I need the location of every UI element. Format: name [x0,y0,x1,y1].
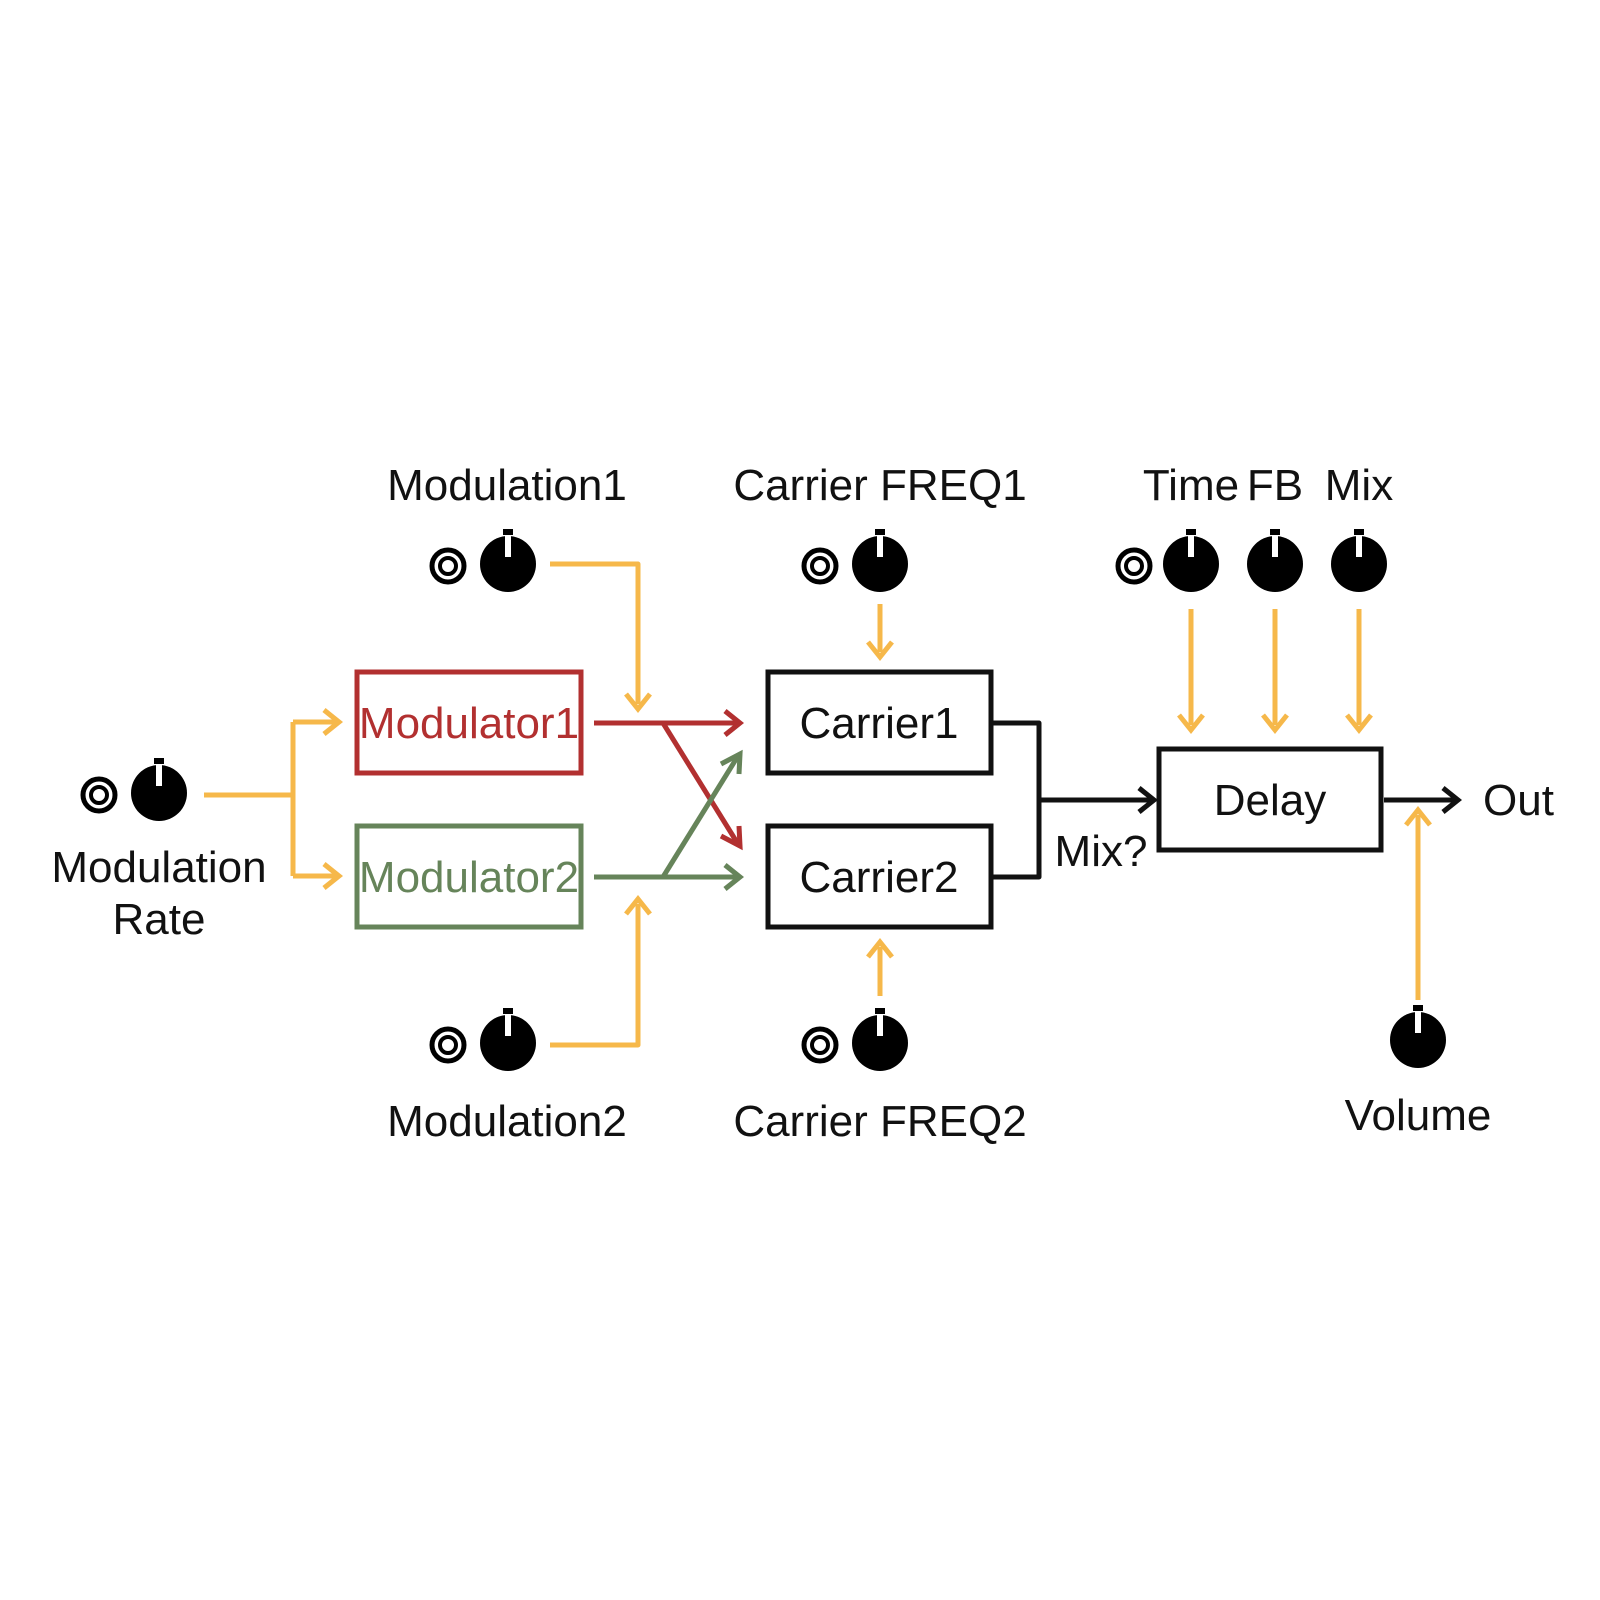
carriers-merge-line [993,720,1151,880]
arrowhead [1261,713,1289,735]
fb-control [1247,529,1303,592]
arrowhead [624,692,652,714]
jack-icon[interactable] [1115,547,1153,585]
modulation-rate-label-line1: Modulation [51,843,266,892]
carrier-freq2-control [801,1008,908,1071]
knob-icon[interactable] [131,758,187,821]
modulation1-line [550,561,641,704]
knob-icon[interactable] [852,1008,908,1071]
jack-icon[interactable] [429,1026,467,1064]
time-control [1115,529,1219,592]
modulator1-to-carrier2-line [660,721,741,846]
modulation-rate-control [80,758,187,821]
modulation-rate-label-line2: Rate [113,895,206,944]
mix-label: Mix [1325,461,1393,510]
arrowhead [723,863,745,891]
carrier1-label: Carrier1 [800,699,959,748]
arrowhead [1177,713,1205,735]
arrowhead [322,862,344,890]
carrier2-label: Carrier2 [800,853,959,902]
time-label: Time [1143,461,1239,510]
arrowhead [624,894,652,916]
arrowhead [866,640,894,662]
modulator1-block: Modulator1 [354,669,584,776]
knob-icon[interactable] [852,529,908,592]
modulator-routing [594,709,745,891]
arrowhead [866,937,894,959]
modulation1-label: Modulation1 [387,461,627,510]
carrier2-box [765,823,994,930]
delay-label: Delay [1214,776,1327,825]
knob-icon[interactable] [1163,529,1219,592]
control-connections [204,561,1432,1048]
jack-icon[interactable] [429,547,467,585]
carrier-freq2-label: Carrier FREQ2 [733,1097,1026,1146]
arrowhead [723,709,745,737]
modulator2-to-carrier1-line [660,754,741,879]
carrier-freq1-control [801,529,908,592]
fb-label: FB [1247,461,1303,510]
arrowhead [1137,786,1159,814]
delay-block: Delay [1156,746,1384,853]
modulation2-label: Modulation2 [387,1097,627,1146]
modulator2-box [354,823,584,930]
arrowhead [322,708,344,736]
carrier1-box [765,669,994,776]
carrier1-block: Carrier1 [765,669,994,776]
knob-icon[interactable] [480,1008,536,1071]
jack-icon[interactable] [80,776,118,814]
jack-icon[interactable] [801,1026,839,1064]
out-label: Out [1483,776,1554,825]
arrowhead [1441,786,1463,814]
carrier2-block: Carrier2 [765,823,994,930]
knob-icon[interactable] [1247,529,1303,592]
modulation2-control [429,1008,536,1071]
volume-control [1390,1005,1446,1068]
knob-icon[interactable] [1390,1005,1446,1068]
knob-icon[interactable] [480,529,536,592]
signal-connections [993,720,1463,880]
mix-question-label: Mix? [1055,827,1148,876]
arrowhead [1404,805,1432,827]
modulator1-box [354,669,584,776]
volume-label: Volume [1345,1091,1492,1140]
modulator2-block: Modulator2 [354,823,584,930]
modulation2-line [550,904,641,1048]
modulator1-label: Modulator1 [359,699,579,748]
modulation-rate-line [204,719,336,879]
mix-control [1331,529,1387,592]
modulator2-label: Modulator2 [359,853,579,902]
modulation1-control [429,529,536,592]
jack-icon[interactable] [801,547,839,585]
delay-box [1156,746,1384,853]
arrowhead [1345,713,1373,735]
arrowhead [719,749,743,775]
carrier-freq1-label: Carrier FREQ1 [733,461,1026,510]
arrowhead [719,825,743,851]
knob-icon[interactable] [1331,529,1387,592]
